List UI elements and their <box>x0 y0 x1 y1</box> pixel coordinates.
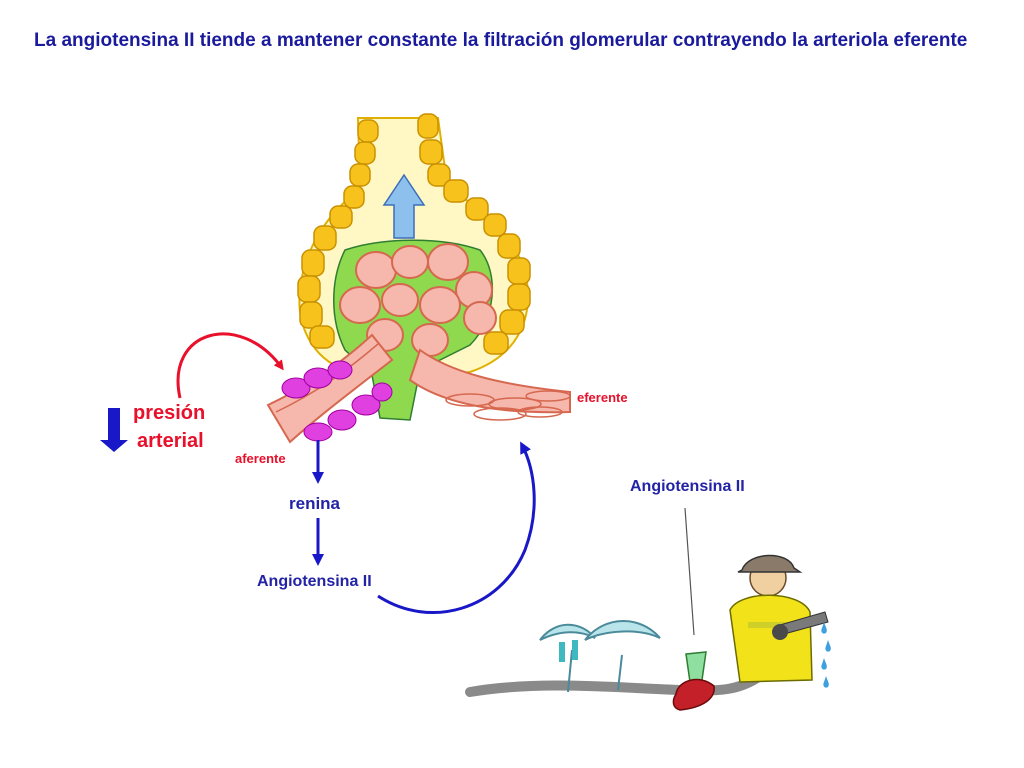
angiotensin-right-label: Angiotensina II <box>630 478 745 495</box>
angiotensin-to-efferent-arrow <box>377 441 536 615</box>
red-feedback-arrow <box>176 332 284 399</box>
angiotensin-center-label: Angiotensina II <box>257 573 372 590</box>
pressure-label-line1: presión <box>133 402 206 424</box>
renin-label: renina <box>289 494 341 513</box>
pressure-down-arrow <box>100 408 128 452</box>
efferent-arteriole <box>408 348 571 421</box>
hose-cartoon <box>465 554 831 711</box>
page-title: La angiotensina II tiende a mantener con… <box>34 30 968 51</box>
afferent-label: aferente <box>235 451 286 466</box>
capillary-loops <box>339 243 497 357</box>
angiotensin-pointer-line <box>684 507 695 636</box>
filtration-up-arrow <box>382 173 426 239</box>
pressure-label-line2: arterial <box>137 430 204 452</box>
afferent-arteriole <box>266 333 394 444</box>
efferent-label: eferente <box>577 390 628 405</box>
